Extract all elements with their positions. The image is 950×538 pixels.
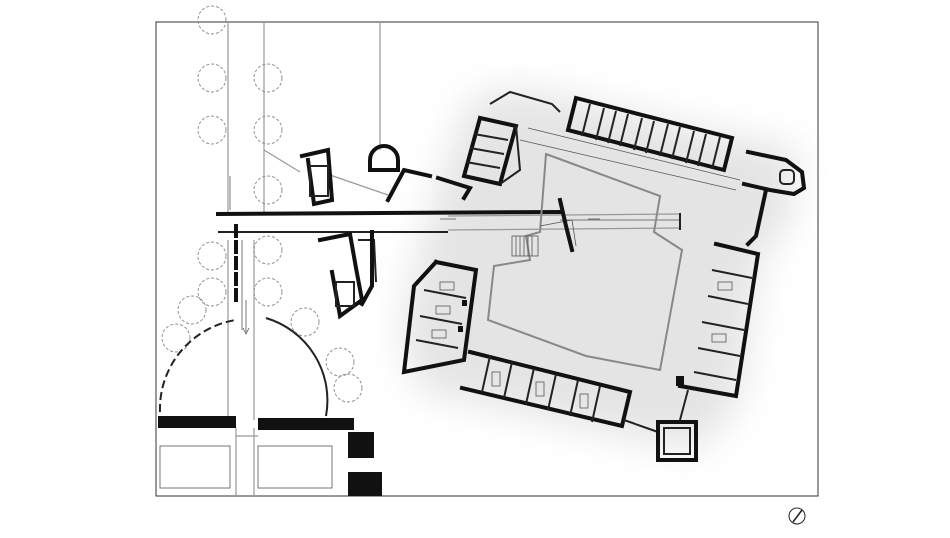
building-shadow [400, 88, 800, 450]
trees [161, 5, 363, 403]
east-wing-rooms [676, 241, 761, 421]
entrance-pavilion [299, 144, 474, 320]
door-marks [229, 176, 250, 335]
west-wing-rooms [401, 259, 479, 375]
site-boundary [155, 21, 819, 497]
north-wing [519, 95, 741, 191]
stair-tower [656, 420, 698, 462]
stair [511, 197, 575, 257]
sports-courts [158, 416, 382, 496]
west-wall [158, 224, 329, 417]
inner-courtyard [486, 152, 684, 372]
northeast-room [741, 149, 807, 247]
north-room-block [461, 90, 561, 187]
site-paths [227, 22, 389, 420]
south-wing-rooms [459, 349, 659, 433]
north-arrow-icon [788, 507, 806, 525]
